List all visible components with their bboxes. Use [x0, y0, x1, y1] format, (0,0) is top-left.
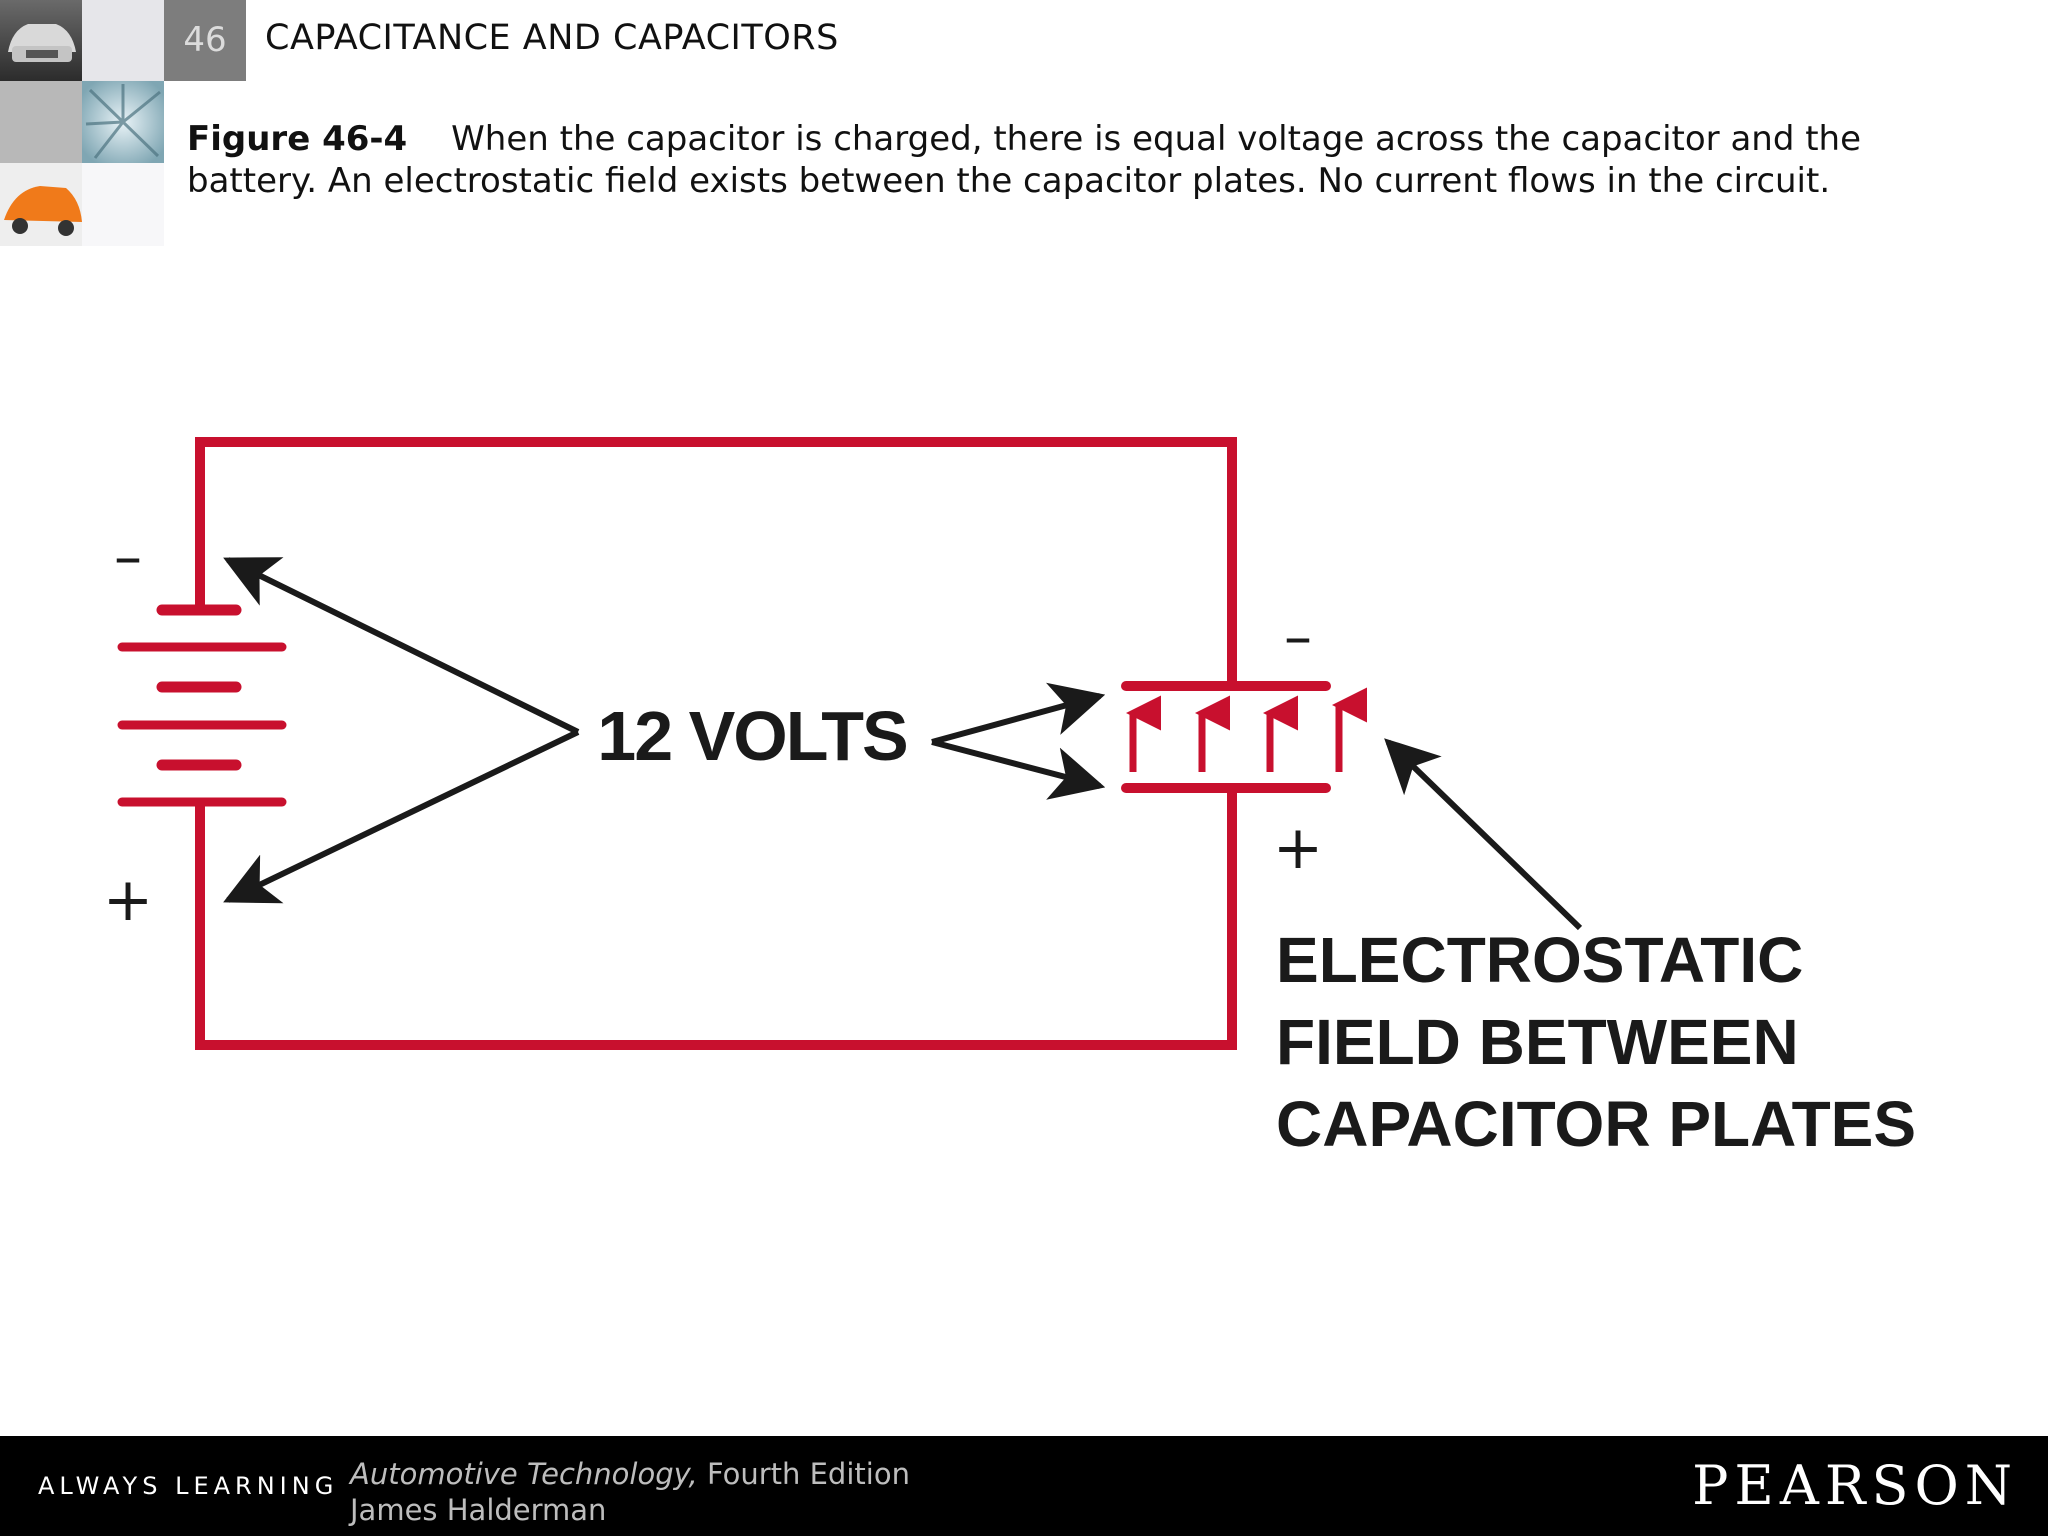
- field-label-line-1: ELECTROSTATIC: [1276, 924, 1803, 996]
- capacitor-positive-sign: +: [1273, 813, 1323, 883]
- arrow-to-field: [1384, 738, 1583, 931]
- battery-positive-sign: +: [103, 865, 153, 935]
- capacitor-symbol: [1121, 681, 1331, 793]
- field-arrows: [1126, 687, 1367, 772]
- book-title: Automotive Technology,: [350, 1457, 698, 1491]
- arrow-to-capacitor-top: [931, 682, 1106, 745]
- book-author: James Halderman: [350, 1493, 607, 1527]
- book-info: Automotive Technology, Fourth Edition Ja…: [350, 1456, 910, 1528]
- field-label-line-2: FIELD BETWEEN: [1276, 1006, 1799, 1078]
- always-learning-tagline: ALWAYS LEARNING: [38, 1472, 339, 1500]
- chapter-number: 46: [164, 0, 246, 81]
- book-edition: Fourth Edition: [697, 1457, 910, 1491]
- battery-negative-sign: –: [114, 525, 142, 590]
- battery-symbol: [117, 604, 287, 807]
- circuit-wires: [195, 437, 1237, 1050]
- footer-bar: ALWAYS LEARNING Automotive Technology, F…: [0, 1436, 2048, 1536]
- car-photo-collage: [0, 0, 164, 246]
- capacitor-negative-sign: –: [1284, 605, 1312, 670]
- arrow-to-battery-positive: [223, 729, 580, 904]
- header-photo-tiles: [0, 0, 246, 246]
- arrow-to-battery-negative: [223, 557, 580, 735]
- chapter-title: CAPACITANCE AND CAPACITORS: [265, 18, 839, 58]
- voltage-label: 12 VOLTS: [597, 697, 906, 775]
- field-label: ELECTROSTATIC FIELD BETWEEN CAPACITOR PL…: [1276, 924, 1916, 1160]
- bottom-wire: [195, 785, 1237, 1050]
- figure-label: Figure 46-4: [187, 119, 408, 159]
- arrow-to-capacitor-bottom: [931, 739, 1106, 800]
- top-wire: [195, 437, 1237, 687]
- figure-caption-text: When the capacitor is charged, there is …: [187, 119, 1862, 201]
- pearson-logo: PEARSON: [1692, 1454, 2018, 1517]
- capacitor-circuit-diagram: – + – + 12 VOLTS ELECTROSTATIC FIELD BET…: [103, 437, 1916, 1160]
- voltage-arrows: [223, 557, 1583, 931]
- field-label-line-3: CAPACITOR PLATES: [1276, 1088, 1916, 1160]
